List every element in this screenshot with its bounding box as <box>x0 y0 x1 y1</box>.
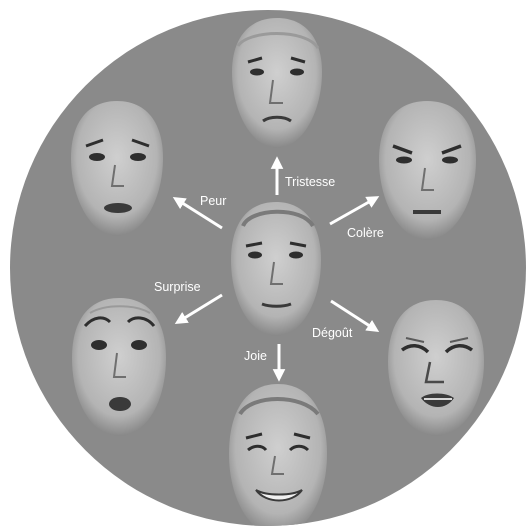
face-joie <box>229 384 327 531</box>
label-surprise: Surprise <box>154 280 201 294</box>
label-degout: Dégoût <box>312 326 353 340</box>
label-tristesse: Tristesse <box>285 175 335 189</box>
label-joie: Joie <box>244 349 267 363</box>
label-peur: Peur <box>200 194 226 208</box>
label-colere: Colère <box>347 226 384 240</box>
